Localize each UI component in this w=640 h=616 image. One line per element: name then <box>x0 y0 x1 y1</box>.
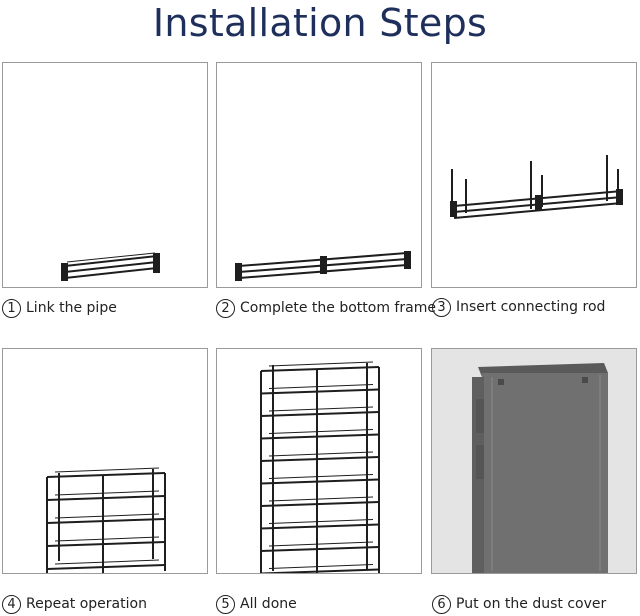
step-3-number: 3 <box>432 297 451 317</box>
step-2-caption: 2 Complete the bottom frame <box>216 296 436 320</box>
step-5-image <box>216 348 422 574</box>
connecting-rod-illustration <box>450 155 623 219</box>
step-1-image <box>2 62 208 288</box>
step-1-caption: 1 Link the pipe <box>2 296 117 320</box>
repeat-tiers-illustration <box>46 467 166 573</box>
step-1-number: 1 <box>2 298 21 318</box>
step-6-image <box>431 348 637 574</box>
step-3-caption: 3 Insert connecting rod <box>432 295 605 319</box>
bottom-frame-illustration <box>235 251 411 281</box>
single-shelf-illustration <box>61 252 160 281</box>
step-6-caption: 6 Put on the dust cover <box>432 592 606 616</box>
step-6-number: 6 <box>432 594 451 614</box>
step-2-label: Complete the bottom frame <box>240 300 436 316</box>
step-2-image <box>216 62 422 288</box>
step-5-label: All done <box>240 596 297 612</box>
step-4-image <box>2 348 208 574</box>
step-2-number: 2 <box>216 298 235 318</box>
step-4-number: 4 <box>2 594 21 614</box>
step-4-label: Repeat operation <box>26 596 147 612</box>
dust-cover-illustration <box>472 363 608 573</box>
step-5-caption: 5 All done <box>216 592 297 616</box>
step-6-label: Put on the dust cover <box>456 596 607 612</box>
step-4-caption: 4 Repeat operation <box>2 592 147 616</box>
step-3-image <box>431 62 637 288</box>
step-3-label: Insert connecting rod <box>456 299 606 315</box>
page-title: Installation Steps <box>152 1 488 45</box>
step-5-number: 5 <box>216 594 235 614</box>
step-1-label: Link the pipe <box>26 300 117 316</box>
completed-rack-illustration <box>260 361 380 573</box>
